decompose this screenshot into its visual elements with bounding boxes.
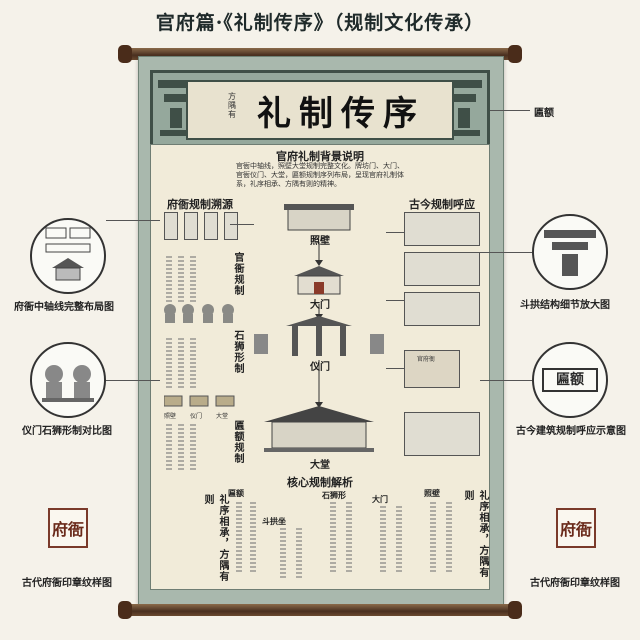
core-col-3: 斗拱坐 — [262, 516, 286, 526]
lion-icon — [42, 365, 94, 402]
axis-layout-icon — [45, 227, 91, 281]
origin-plaques-row — [164, 395, 235, 407]
origin-small-1: 仪门 — [190, 413, 203, 420]
axis-label-datang: 大堂 — [310, 460, 330, 471]
poem-left: 礼序相承，方隅有则 — [202, 494, 228, 582]
scroll-knob-top-left — [118, 45, 132, 63]
core-col-4: 匾额 — [228, 488, 244, 498]
leader-right-2 — [480, 380, 532, 381]
origin-title: 府衙规制溯源 — [167, 198, 233, 211]
connector-right-1 — [386, 232, 404, 233]
axis-label-zhaobi: 照壁 — [310, 236, 330, 247]
circle-lion-compare — [30, 342, 106, 418]
circle-plaque-text: 匾额 — [542, 368, 598, 392]
origin-text-3 — [190, 256, 196, 302]
core-col-0: 照壁 — [424, 488, 440, 498]
origin-vertical-3: 匾额规制 — [232, 420, 243, 464]
origin-small-2: 大堂 — [216, 413, 229, 420]
bracket-ornament-left — [158, 80, 194, 136]
seal-left: 府衙 — [48, 508, 88, 548]
circle-bracket-detail — [532, 214, 608, 290]
scroll-knob-bottom-left — [118, 601, 132, 619]
leader-right-1 — [480, 252, 532, 253]
plaque-leader-line — [490, 110, 530, 111]
background-title: 官府礼制背景说明 — [276, 150, 364, 163]
core-text-2 — [250, 502, 256, 572]
background-body: 官衙中轴线，照壁大堂规制完整文化。牌坊门、大门、官衙仪门、大堂，匾额规制序列布局… — [236, 162, 404, 188]
core-text-4 — [296, 528, 302, 578]
origin-text-9 — [190, 424, 196, 470]
core-title: 核心规制解析 — [287, 476, 353, 489]
page-title: 官府篇·《礼制传序》（规制文化传承） — [155, 12, 485, 34]
circle-plaque-compare: 匾额 — [532, 342, 608, 418]
modern-building-1 — [404, 212, 480, 246]
plaque-label: 匾额 — [534, 108, 554, 119]
core-text-3 — [280, 528, 286, 578]
core-col-2: 石狮形 — [322, 490, 346, 500]
plaque-main-text: 礼制传序 — [257, 94, 425, 134]
core-text-7 — [380, 506, 386, 572]
plaque-board — [186, 80, 454, 140]
modern-building-3 — [404, 292, 480, 326]
modern-building-4: 官府衙 — [404, 350, 460, 388]
plaque-side-text: 方隅有 — [228, 92, 236, 119]
core-col-1: 大门 — [372, 494, 388, 504]
scroll-bottom-rod — [118, 604, 522, 616]
origin-text-7 — [166, 424, 172, 470]
core-text-5 — [330, 502, 336, 572]
core-text-6 — [346, 502, 352, 572]
label-left-3: 古代府衙印章纹样图 — [22, 578, 112, 589]
core-text-10 — [446, 502, 452, 572]
modern-signboard: 官府衙 — [417, 356, 436, 363]
axis-label-yimen: 仪门 — [310, 362, 330, 373]
origin-small-0: 照壁 — [164, 413, 177, 420]
label-right-2: 古今建筑规制呼应示意图 — [516, 426, 626, 437]
label-left-2: 仪门石狮形制对比图 — [22, 426, 112, 437]
circle-axis-layout — [30, 218, 106, 294]
scroll-knob-bottom-right — [508, 601, 522, 619]
label-right-1: 斗拱结构细节放大图 — [520, 300, 610, 311]
connector-left-1 — [230, 224, 254, 225]
core-text-9 — [430, 502, 436, 572]
origin-vertical-1: 官衙规制 — [232, 252, 243, 296]
origin-text-8 — [178, 424, 184, 470]
origin-vertical-2: 石狮形制 — [232, 330, 243, 374]
connector-right-2 — [386, 300, 404, 301]
bracket-ornament-right — [446, 80, 482, 136]
label-right-3: 古代府衙印章纹样图 — [530, 578, 620, 589]
origin-text-4 — [166, 338, 172, 388]
scroll-knob-top-right — [508, 45, 522, 63]
poem-right: 礼序相承，方隅有则 — [462, 490, 488, 578]
core-text-1 — [236, 502, 242, 572]
leader-left-2 — [106, 380, 160, 381]
modern-title: 古今规制呼应 — [409, 198, 475, 211]
origin-text-6 — [190, 338, 196, 388]
origin-text-5 — [178, 338, 184, 388]
modern-building-2 — [404, 252, 480, 286]
seal-right: 府衙 — [556, 508, 596, 548]
axis-diagram — [254, 204, 384, 452]
axis-label-damen: 大门 — [310, 300, 330, 311]
bracket-icon — [544, 230, 596, 276]
modern-building-5 — [404, 412, 480, 456]
connector-right-3 — [386, 368, 404, 369]
origin-lions-row — [164, 304, 234, 323]
leader-left-1 — [106, 220, 160, 221]
origin-layout-icons — [164, 212, 240, 248]
label-left-1: 府衙中轴线完整布局图 — [14, 302, 114, 313]
origin-text-1 — [166, 256, 172, 302]
origin-text-2 — [178, 256, 184, 302]
core-text-8 — [396, 506, 402, 572]
